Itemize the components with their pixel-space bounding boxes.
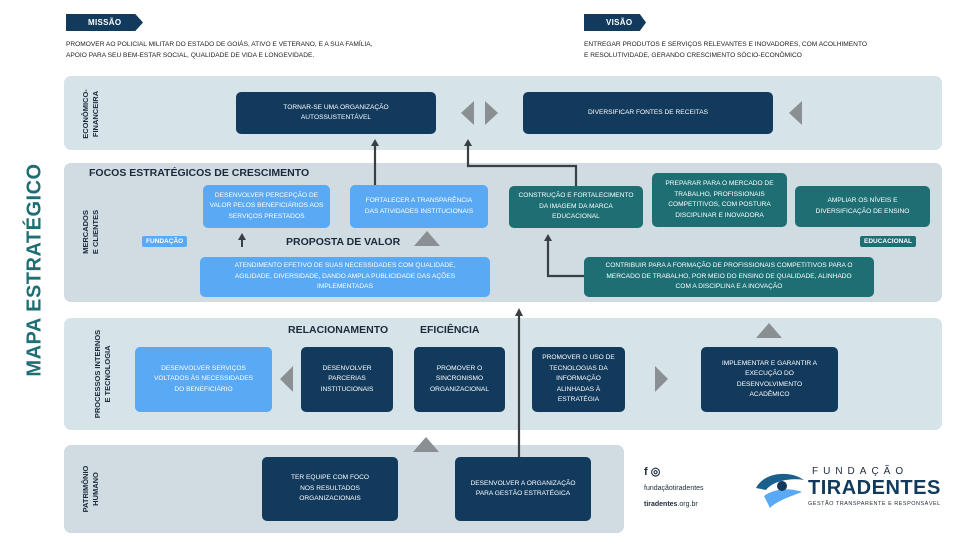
website-bold: tiradentes: [644, 501, 678, 508]
educational-pill: EDUCACIONAL: [860, 236, 917, 247]
triangle-up-icon: [414, 231, 440, 246]
mission-line-2: APOIO PARA SEU BEM-ESTAR SOCIAL, QUALIDA…: [66, 51, 315, 59]
vision-text: ENTREGAR PRODUTOS E SERVIÇOS RELEVANTES …: [584, 40, 867, 61]
triangle-up-icon: [413, 437, 439, 452]
arrow-up-icon: [544, 234, 552, 241]
box-sync: PROMOVER O SINCRONISMO ORGANIZACIONAL: [414, 347, 505, 412]
social-icons[interactable]: f ◎: [644, 466, 661, 478]
chevron-right-icon: [485, 101, 498, 125]
chevron-left-icon: [461, 101, 474, 125]
triangle-up-icon: [756, 323, 782, 338]
efficiency-heading: EFICIÊNCIA: [420, 324, 480, 336]
mission-tag: MISSÃO: [66, 14, 143, 31]
arrow-up-icon: [371, 139, 379, 146]
value-heading: PROPOSTA DE VALOR: [286, 236, 401, 248]
logo-top: FUNDAÇÃO: [812, 466, 909, 477]
arrow-up-icon: [515, 308, 523, 316]
box-diversify: DIVERSIFICAR FONTES DE RECEITAS: [523, 92, 773, 134]
chevron-left-icon: [789, 101, 802, 125]
logo-emblem-icon: [756, 473, 804, 508]
social-handle[interactable]: fundaçãotiradentes: [644, 485, 704, 492]
box-contribute: CONTRIBUIR PARA A FORMAÇÃO DE PROFISSION…: [584, 257, 874, 297]
box-it: PROMOVER O USO DE TECNOLOGIAS DA INFORMA…: [532, 347, 625, 412]
box-expand: AMPLIAR OS NÍVEIS E DIVERSIFICAÇÃO DE EN…: [795, 186, 930, 227]
relationship-heading: RELACIONAMENTO: [288, 324, 389, 336]
box-construction: CONSTRUÇÃO E FORTALECIMENTO DA IMAGEM DA…: [509, 186, 643, 228]
logo-tagline: GESTÃO TRANSPARENTE E RESPONSÁVEL: [808, 501, 941, 507]
arrow-up-icon: [464, 139, 472, 146]
box-academic: IMPLEMENTAR E GARANTIR A EXECUÇÃO DO DES…: [701, 347, 838, 412]
logo-name: TIRADENTES: [808, 477, 941, 499]
website-rest: .org.br: [677, 501, 698, 508]
chevron-left-icon: [280, 366, 293, 392]
focus-heading: FOCOS ESTRATÉGICOS DE CRESCIMENTO: [89, 167, 310, 179]
box-service: ATENDIMENTO EFETIVO DE SUAS NECESSIDADES…: [200, 257, 490, 297]
box-develop: DESENVOLVER A ORGANIZAÇÃO PARA GESTÃO ES…: [455, 457, 591, 521]
box-prepare: PREPARAR PARA O MERCADO DE TRABALHO, PRO…: [652, 173, 787, 227]
chevron-right-icon: [655, 366, 668, 392]
website-link[interactable]: tiradentes.org.br: [644, 501, 698, 508]
vision-tag: VISÃO: [584, 14, 646, 31]
mission-text: PROMOVER AO POLICIAL MILITAR DO ESTADO D…: [66, 40, 372, 61]
connector-line: [466, 146, 578, 186]
box-self-sustain: TORNAR-SE UMA ORGANIZAÇÃO AUTOSSUSTENTÁV…: [236, 92, 436, 134]
arrow-up-icon: [238, 233, 246, 240]
box-partnerships: DESENVOLVER PARCERIAS INSTITUCIONAIS: [301, 347, 393, 412]
box-services: DESENVOLVER SERVIÇOS VOLTADOS ÀS NECESSI…: [135, 347, 272, 412]
vision-line-2: E RESOLUTIVIDADE, GERANDO CRESCIMENTO SÓ…: [584, 51, 802, 59]
box-perception: DESENVOLVER PERCEPÇÃO DE VALOR PELOS BEN…: [203, 185, 330, 228]
connector-line: [546, 241, 584, 278]
foundation-pill: FUNDAÇÃO: [142, 236, 188, 247]
mission-line-1: PROMOVER AO POLICIAL MILITAR DO ESTADO D…: [66, 41, 373, 48]
vision-line-1: ENTREGAR PRODUTOS E SERVIÇOS RELEVANTES …: [584, 41, 867, 48]
box-team: TER EQUIPE COM FOCO NOS RESULTADOS ORGAN…: [262, 457, 398, 521]
box-transparency: FORTALECER A TRANSPARÊNCIA DAS ATIVIDADE…: [350, 185, 488, 228]
